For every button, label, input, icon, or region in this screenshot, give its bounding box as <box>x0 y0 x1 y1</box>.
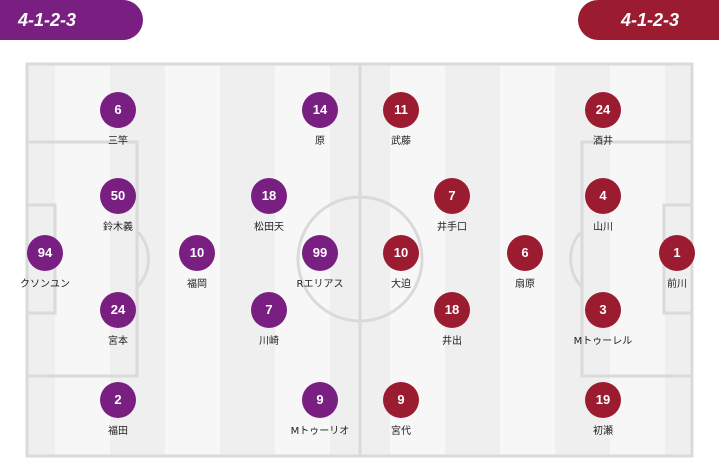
player-number: 3 <box>585 292 621 328</box>
away-player[interactable]: 24 酒井 <box>563 92 643 147</box>
player-name: Rエリアス <box>296 279 344 290</box>
player-name: 原 <box>315 136 325 147</box>
home-player[interactable]: 14 原 <box>280 92 360 147</box>
home-formation-badge: 4-1-2-3 <box>0 0 143 40</box>
player-name: 福田 <box>108 426 128 437</box>
center-circle <box>296 195 424 323</box>
away-player[interactable]: 3 Mトゥーレル <box>563 292 643 347</box>
away-player[interactable]: 7 井手口 <box>412 178 492 233</box>
player-number: 19 <box>585 382 621 418</box>
home-player[interactable]: 18 松田天 <box>229 178 309 233</box>
player-name: Mトゥーリオ <box>290 426 350 437</box>
player-name: Mトゥーレル <box>573 336 633 347</box>
player-number: 11 <box>383 92 419 128</box>
away-player[interactable]: 11 武藤 <box>361 92 441 147</box>
player-number: 7 <box>434 178 470 214</box>
home-player[interactable]: 24 宮本 <box>78 292 158 347</box>
player-number: 4 <box>585 178 621 214</box>
player-number: 99 <box>302 235 338 271</box>
player-number: 10 <box>179 235 215 271</box>
away-formation-label: 4-1-2-3 <box>620 10 679 30</box>
away-player[interactable]: 10 大迫 <box>361 235 441 290</box>
home-player[interactable]: 7 川崎 <box>229 292 309 347</box>
away-player[interactable]: 6 扇原 <box>485 235 565 290</box>
player-name: 宮代 <box>391 426 411 437</box>
player-name: 前川 <box>667 279 687 290</box>
player-number: 18 <box>434 292 470 328</box>
home-player[interactable]: 50 鈴木義 <box>78 178 158 233</box>
player-number: 6 <box>507 235 543 271</box>
player-name: 井出 <box>442 336 462 347</box>
player-number: 50 <box>100 178 136 214</box>
away-player[interactable]: 18 井出 <box>412 292 492 347</box>
player-name: 井手口 <box>437 222 467 233</box>
home-player[interactable]: 10 福岡 <box>157 235 237 290</box>
away-formation-badge: 4-1-2-3 <box>578 0 719 40</box>
left-penalty-arc <box>135 229 150 289</box>
player-name: 松田天 <box>254 222 284 233</box>
player-number: 1 <box>659 235 695 271</box>
player-name: 酒井 <box>593 136 613 147</box>
home-player[interactable]: 99 Rエリアス <box>280 235 360 290</box>
player-number: 24 <box>585 92 621 128</box>
player-name: クソンユン <box>20 279 70 290</box>
player-number: 18 <box>251 178 287 214</box>
home-formation-label: 4-1-2-3 <box>18 10 77 30</box>
player-name: 山川 <box>593 222 613 233</box>
player-name: 大迫 <box>391 279 411 290</box>
player-number: 24 <box>100 292 136 328</box>
player-number: 6 <box>100 92 136 128</box>
away-player[interactable]: 1 前川 <box>637 235 717 290</box>
right-penalty-arc <box>569 229 584 289</box>
player-number: 9 <box>383 382 419 418</box>
player-name: 扇原 <box>515 279 535 290</box>
player-name: 初瀬 <box>593 426 613 437</box>
player-name: 武藤 <box>391 136 411 147</box>
player-number: 7 <box>251 292 287 328</box>
away-player[interactable]: 4 山川 <box>563 178 643 233</box>
home-player[interactable]: 94 クソンユン <box>5 235 85 290</box>
home-player[interactable]: 6 三竿 <box>78 92 158 147</box>
away-player[interactable]: 19 初瀬 <box>563 382 643 437</box>
away-player[interactable]: 9 宮代 <box>361 382 441 437</box>
player-number: 10 <box>383 235 419 271</box>
player-number: 94 <box>27 235 63 271</box>
home-player[interactable]: 2 福田 <box>78 382 158 437</box>
player-number: 9 <box>302 382 338 418</box>
player-name: 三竿 <box>108 136 128 147</box>
player-name: 福岡 <box>187 279 207 290</box>
player-name: 川崎 <box>259 336 279 347</box>
player-number: 2 <box>100 382 136 418</box>
home-player[interactable]: 9 Mトゥーリオ <box>280 382 360 437</box>
player-name: 鈴木義 <box>103 222 133 233</box>
player-name: 宮本 <box>108 336 128 347</box>
player-number: 14 <box>302 92 338 128</box>
